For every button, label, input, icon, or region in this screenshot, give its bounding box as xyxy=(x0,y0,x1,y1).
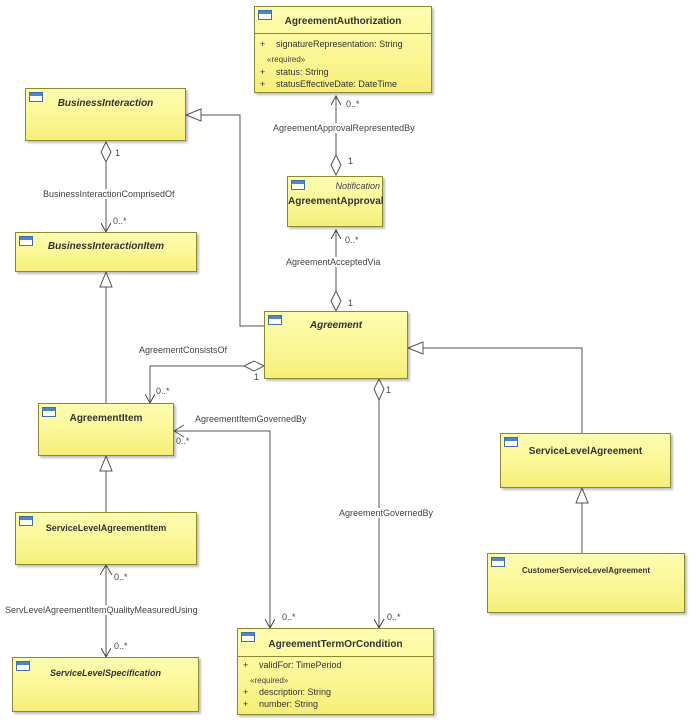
generalization-sla-agreement xyxy=(423,347,583,433)
class-service-level-specification[interactable]: ServiceLevelSpecification xyxy=(12,657,199,712)
association-label: AgreementItemGovernedBy xyxy=(195,414,307,424)
class-agreement-approval[interactable]: Notification AgreementApproval xyxy=(287,176,384,227)
class-name: Agreement xyxy=(309,320,363,331)
class-separator xyxy=(255,33,431,34)
association-quality-open-end xyxy=(99,564,107,576)
class-name: AgreementApproval xyxy=(288,196,384,207)
class-icon xyxy=(241,632,255,642)
generalization-arrowhead xyxy=(184,108,202,122)
association-label: AgreementAcceptedVia xyxy=(286,257,381,267)
multiplicity: 0..* xyxy=(176,436,190,446)
multiplicity: 0..* xyxy=(387,612,401,622)
class-icon xyxy=(258,10,272,20)
class-customer-service-level-agreement[interactable]: CustomerServiceLevelAgreement xyxy=(487,553,685,613)
class-service-level-agreement[interactable]: ServiceLevelAgreement xyxy=(500,433,671,488)
class-icon xyxy=(504,437,518,447)
aggregation-diamond xyxy=(373,377,385,402)
class-name: ServiceLevelAgreementItem xyxy=(45,523,167,533)
class-business-interaction-item[interactable]: BusinessInteractionItem xyxy=(15,232,197,272)
multiplicity: 1 xyxy=(386,385,392,395)
multiplicity: 0..* xyxy=(114,641,128,651)
class-icon xyxy=(491,557,505,567)
multiplicity: 0..* xyxy=(156,386,170,396)
class-name: AgreementAuthorization xyxy=(284,16,402,27)
attribute: +signatureRepresentation: String xyxy=(260,39,403,49)
class-agreement[interactable]: Agreement xyxy=(264,311,408,379)
generalization-arrowhead xyxy=(99,454,113,472)
class-name: AgreementItem xyxy=(69,413,143,424)
class-name: BusinessInteractionItem xyxy=(47,241,165,252)
multiplicity: 0..* xyxy=(282,612,296,622)
class-icon xyxy=(268,315,282,325)
association-item-governed-by-open-end xyxy=(173,424,185,432)
multiplicity: 1 xyxy=(254,372,260,382)
class-service-level-agreement-item[interactable]: ServiceLevelAgreementItem xyxy=(15,512,197,565)
class-name: ServiceLevelAgreement xyxy=(528,446,643,457)
association-label: ServLevelAgreementItemQualityMeasuredUsi… xyxy=(5,605,198,615)
multiplicity: 0..* xyxy=(113,216,127,226)
class-name: BusinessInteraction xyxy=(57,98,154,109)
attribute: +number: String xyxy=(243,699,319,709)
class-icon xyxy=(19,236,33,246)
class-icon xyxy=(16,661,30,671)
multiplicity: 0..* xyxy=(345,235,359,245)
class-name: AgreementTermOrCondition xyxy=(268,639,403,650)
class-icon xyxy=(291,180,305,190)
class-name: ServiceLevelSpecification xyxy=(49,668,162,678)
class-name: CustomerServiceLevelAgreement xyxy=(521,566,651,575)
association-quality-open-end xyxy=(105,564,113,576)
multiplicity: 0..* xyxy=(346,99,360,109)
class-icon xyxy=(29,92,43,102)
class-agreement-item[interactable]: AgreementItem xyxy=(38,403,174,456)
multiplicity: 1 xyxy=(348,298,354,308)
aggregation-diamond xyxy=(100,140,112,164)
aggregation-diamond xyxy=(330,289,342,313)
attribute: +validFor: TimePeriod xyxy=(243,660,342,670)
aggregation-diamond xyxy=(242,360,266,372)
multiplicity: 1 xyxy=(348,156,354,166)
association-label: AgreementApprovalRepresentedBy xyxy=(273,123,415,133)
class-agreement-term-or-condition[interactable]: AgreementTermOrCondition +validFor: Time… xyxy=(237,628,434,715)
class-icon xyxy=(42,407,56,417)
association-label: AgreementGovernedBy xyxy=(339,508,434,518)
class-stereotype: Notification xyxy=(335,181,380,191)
class-business-interaction[interactable]: BusinessInteraction xyxy=(25,88,186,141)
generalization-arrowhead xyxy=(575,486,589,504)
class-separator xyxy=(238,656,433,657)
association-label: AgreementConsistsOf xyxy=(139,345,228,355)
generalization-arrowhead xyxy=(406,341,424,355)
generalization-agreement-businessinteraction xyxy=(201,114,264,327)
attribute: +description: String xyxy=(243,687,332,697)
stereotype-label: «required» xyxy=(250,676,289,685)
association-item-governed-by xyxy=(174,430,270,628)
attribute: +status: String xyxy=(260,67,329,77)
class-icon xyxy=(19,516,33,526)
attribute: +statusEffectiveDate: DateTime xyxy=(260,79,398,89)
multiplicity: 0..* xyxy=(114,572,128,582)
aggregation-diamond xyxy=(330,153,342,177)
class-agreement-authorization[interactable]: AgreementAuthorization +signatureReprese… xyxy=(254,6,432,93)
association-item-governed-by-open-end xyxy=(173,430,185,438)
multiplicity: 1 xyxy=(115,148,121,158)
association-consists-of xyxy=(150,365,244,403)
generalization-arrowhead xyxy=(99,270,113,288)
association-label: BusinessInteractionComprisedOf xyxy=(43,189,175,199)
stereotype-label: «required» xyxy=(267,55,306,64)
